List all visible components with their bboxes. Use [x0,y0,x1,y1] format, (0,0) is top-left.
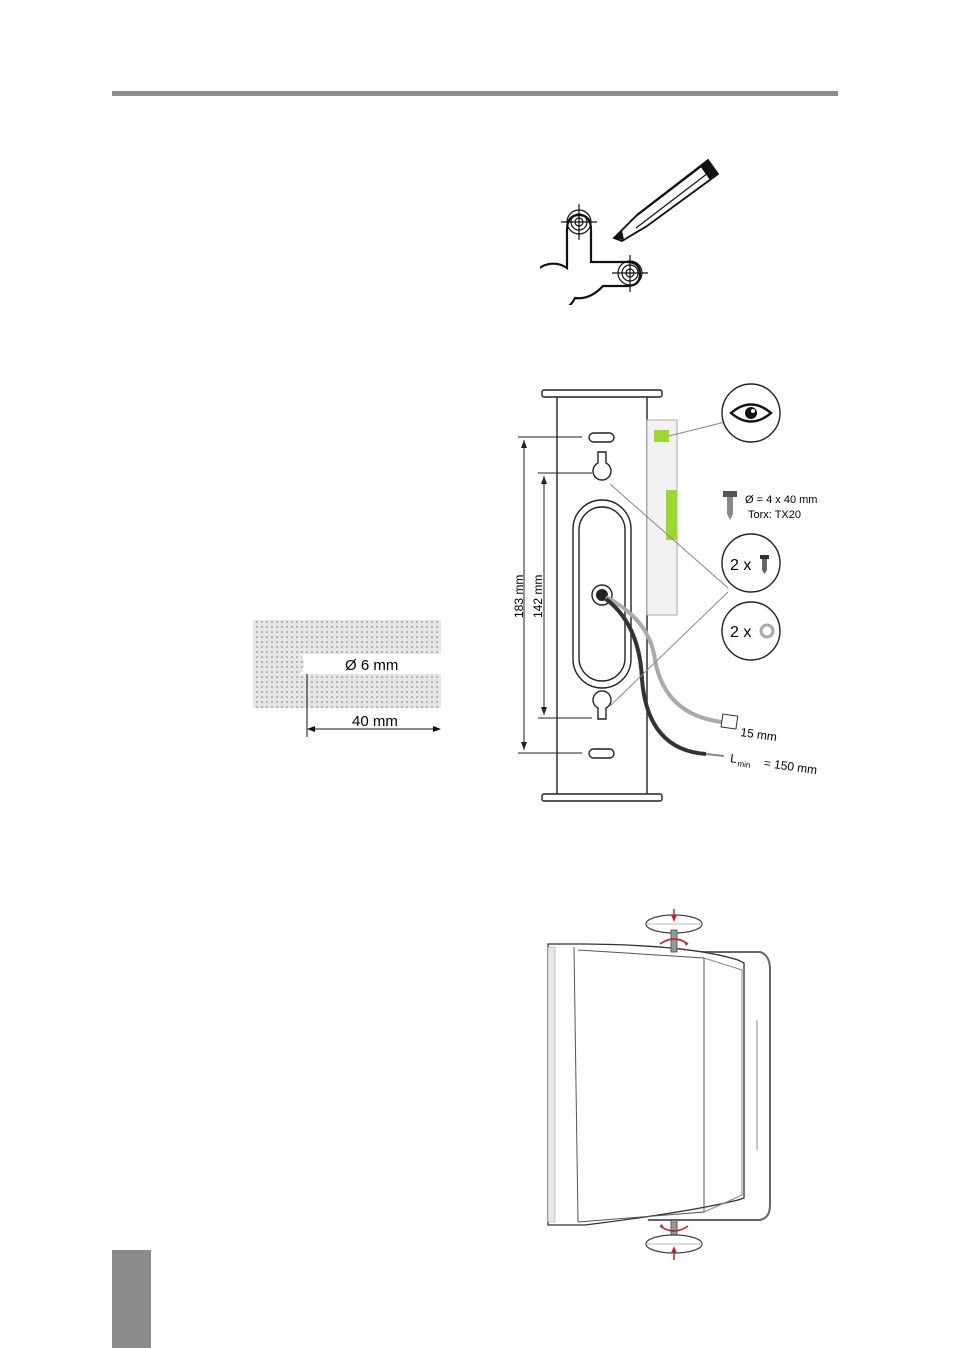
level-bubble [666,490,677,540]
level-bubble [654,430,669,442]
hole-depth-label: 40 mm [352,713,398,730]
speaker-cabinet [547,943,758,1226]
screws-quantity: 2 x [730,557,751,574]
screw-icon [723,491,737,520]
washer-icon [759,623,775,639]
pencil-icon [612,158,720,242]
top-rule [112,91,838,96]
wall-bracket-figure: 183 mm 142 mm Ø = 4 x 40 mm Torx: TX20 2… [512,383,818,802]
drill-hole-figure: Ø 6 mm 40 mm [253,620,441,737]
cable-min-sub: min [737,759,751,770]
top-mounting-knob [645,909,703,953]
screw-spec-size: Ø = 4 x 40 mm [745,494,817,506]
keyhole-slot [592,690,612,720]
dimension-183: 183 mm [512,575,526,618]
mounting-slot [588,432,615,443]
keyhole-slot [592,451,612,481]
screws-badge [721,533,781,593]
cable-black [604,597,707,756]
cable-grey [605,595,723,724]
mounting-slot [588,748,615,759]
bottom-mounting-knob [645,1219,703,1260]
cable-min-value: = 150 mm [763,756,818,777]
washers-badge [721,601,781,661]
screw-icon [760,555,769,574]
eye-icon [721,383,781,443]
strip-length-label: 15 mm [740,725,778,744]
bracket-arm [648,951,771,1221]
hole-diameter-label: Ø 6 mm [345,657,398,674]
page-tab-marker [112,1250,151,1348]
dimension-142: 142 mm [531,575,545,618]
screw-spec-torx: Torx: TX20 [748,509,801,521]
marking-template-figure [540,158,720,305]
cable-min-prefix: L [729,751,738,766]
speaker-mounting-figure [547,909,771,1260]
washers-quantity: 2 x [730,624,751,641]
